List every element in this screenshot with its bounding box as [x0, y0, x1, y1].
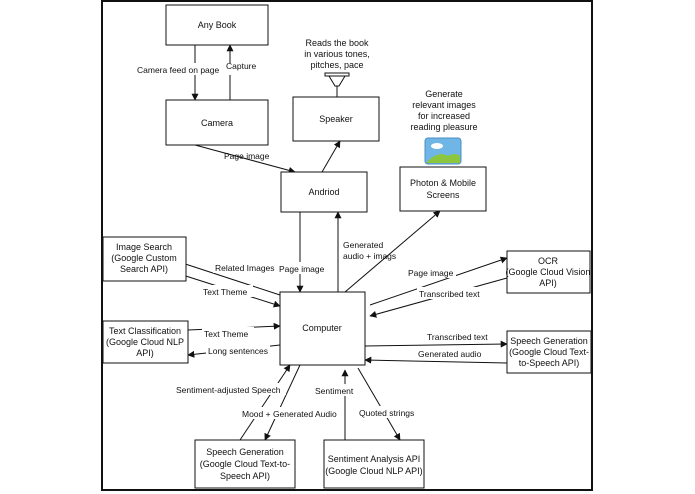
- node-ocr[interactable]: OCR (Google Cloud Vision API): [506, 250, 591, 294]
- diagram-frame: [101, 0, 593, 491]
- node-image-search[interactable]: Image Search (Google Custom Search API): [102, 236, 187, 282]
- node-any-book[interactable]: Any Book: [165, 4, 269, 46]
- svg-text:(Google Cloud Text-: (Google Cloud Text-: [509, 347, 589, 357]
- svg-text:Screens: Screens: [426, 190, 460, 200]
- label-text-theme-cls: Text Theme: [204, 329, 249, 339]
- edge-page-image-camera: [194, 144, 296, 174]
- svg-text:(Google Cloud Text-to-: (Google Cloud Text-to-: [200, 459, 290, 469]
- label-related-images: Related Images: [215, 263, 275, 273]
- svg-text:pitches, pace: pitches, pace: [310, 60, 363, 70]
- svg-text:for increased: for increased: [418, 111, 470, 121]
- label-generated-audio: Generated audio: [418, 349, 482, 359]
- svg-text:Image Search: Image Search: [116, 242, 172, 252]
- image-icon: [424, 137, 462, 165]
- node-speech-generation-right[interactable]: Speech Generation (Google Cloud Text- to…: [506, 330, 592, 374]
- node-sentiment-analysis[interactable]: Sentiment Analysis API (Google Cloud NLP…: [323, 439, 425, 489]
- label-long-sentences: Long sentences: [208, 346, 268, 356]
- label-quoted-strings: Quoted strings: [359, 408, 414, 418]
- svg-text:Text Classification: Text Classification: [109, 326, 181, 336]
- label-camera-feed: Camera feed on page: [137, 65, 219, 75]
- svg-text:Speaker: Speaker: [319, 114, 353, 124]
- svg-text:relevant images: relevant images: [412, 100, 476, 110]
- label-text-theme-img: Text Theme: [203, 287, 248, 297]
- label-mood-audio: Mood + Generated Audio: [242, 409, 337, 419]
- edge-labels: Camera feed on page Capture Page image P…: [135, 61, 488, 419]
- edge-generated-audio-speech: [364, 356, 508, 364]
- svg-text:Search API): Search API): [120, 264, 168, 274]
- node-android[interactable]: Andriod: [280, 171, 368, 213]
- label-generated-2: audio + imags: [343, 251, 396, 261]
- node-speaker[interactable]: Speaker: [292, 96, 380, 142]
- svg-text:(Google Custom: (Google Custom: [111, 253, 177, 263]
- label-sentiment: Sentiment: [315, 386, 354, 396]
- edge-mood-audio: [264, 364, 301, 441]
- svg-text:Reads the book: Reads the book: [305, 38, 369, 48]
- label-transcribed-text-speech: Transcribed text: [427, 332, 488, 342]
- edge-transcribed-text-speech: [364, 340, 508, 348]
- svg-text:Camera: Camera: [201, 118, 233, 128]
- edge-page-image-ocr: [369, 256, 508, 306]
- svg-text:API): API): [136, 348, 154, 358]
- node-photon[interactable]: Photon & Mobile Screens: [399, 166, 487, 212]
- edge-quoted-strings: [357, 367, 401, 441]
- label-page-image-android: Page image: [279, 264, 325, 274]
- svg-text:OCR: OCR: [538, 256, 559, 266]
- edge-android-speaker: [321, 140, 341, 173]
- label-page-image-camera: Page image: [224, 151, 270, 161]
- svg-text:Andriod: Andriod: [308, 187, 339, 197]
- svg-text:(Google Cloud NLP API): (Google Cloud NLP API): [325, 466, 422, 476]
- svg-text:Generate: Generate: [425, 89, 463, 99]
- speaker-icon: [324, 72, 350, 97]
- svg-text:Speech Generation: Speech Generation: [206, 447, 284, 457]
- speaker-note: Reads the book in various tones, pitches…: [304, 38, 370, 70]
- svg-text:Any Book: Any Book: [198, 20, 237, 30]
- label-sentiment-adjusted: Sentiment-adjusted Speech: [176, 385, 281, 395]
- label-transcribed-text-ocr: Transcribed text: [419, 289, 480, 299]
- node-text-classification[interactable]: Text Classification (Google Cloud NLP AP…: [102, 320, 189, 364]
- label-generated-1: Generated: [343, 240, 383, 250]
- svg-text:Photon & Mobile: Photon & Mobile: [410, 178, 476, 188]
- svg-text:API): API): [539, 278, 557, 288]
- photon-note: Generate relevant images for increased r…: [410, 89, 477, 132]
- svg-text:Computer: Computer: [302, 323, 342, 333]
- svg-text:reading pleasure: reading pleasure: [410, 122, 477, 132]
- svg-text:Sentiment Analysis API: Sentiment Analysis API: [328, 454, 421, 464]
- svg-text:(Google Cloud NLP: (Google Cloud NLP: [106, 337, 184, 347]
- svg-text:(Google Cloud Vision: (Google Cloud Vision: [506, 267, 591, 277]
- node-speech-generation-bottom[interactable]: Speech Generation (Google Cloud Text-to-…: [194, 439, 296, 489]
- node-computer[interactable]: Computer: [279, 291, 366, 366]
- label-page-image-ocr: Page image: [408, 268, 454, 278]
- svg-text:in various tones,: in various tones,: [304, 49, 370, 59]
- edge-computer-photon: [344, 210, 441, 293]
- node-camera[interactable]: Camera: [165, 99, 269, 146]
- label-capture: Capture: [226, 61, 257, 71]
- svg-text:Speech Generation: Speech Generation: [510, 336, 588, 346]
- svg-text:to-Speech API): to-Speech API): [519, 358, 580, 368]
- edge-related-images: [169, 257, 281, 296]
- edge-sentiment-adjusted: [239, 364, 291, 441]
- svg-text:Speech API): Speech API): [220, 471, 270, 481]
